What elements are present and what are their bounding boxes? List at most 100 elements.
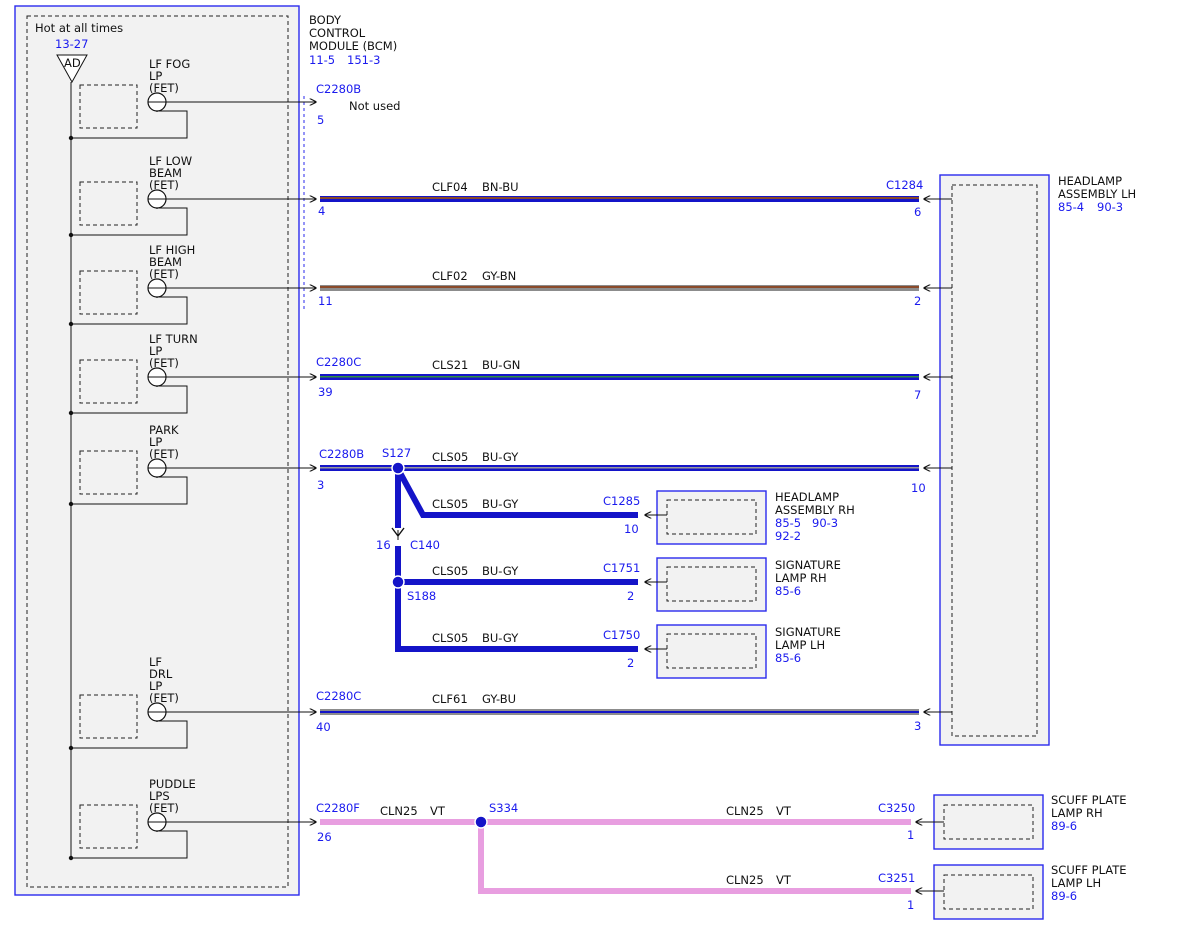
fog-connector: C2280B <box>316 82 361 96</box>
branch-sig-rh-circuit: CLS05 <box>432 564 468 578</box>
scuff-rh-color: VT <box>776 804 792 818</box>
fet-box <box>79 450 138 495</box>
bus-junction-dot <box>68 501 74 507</box>
wire-clf61-stripe <box>320 711 919 713</box>
branch-rh-color: BU-GY <box>482 497 519 511</box>
clf02-dest-pin: 2 <box>914 294 921 308</box>
clf02-circuit: CLF02 <box>432 269 468 283</box>
driver-label: LP <box>149 344 162 358</box>
c140-pin: 16 <box>376 538 391 552</box>
bus-junction-dot <box>68 135 74 141</box>
scuff-lh-pin: 1 <box>907 898 914 912</box>
driver-label: LF HIGH <box>149 243 195 257</box>
power-ref: 13-27 <box>55 37 88 51</box>
scuff-rh-title-1: SCUFF PLATE <box>1051 793 1127 807</box>
headlamp-rh-ref-1: 85-5 <box>775 516 801 530</box>
bcm-inner-dashed-box <box>26 15 289 888</box>
driver-label: LP <box>149 69 162 83</box>
scuff-rh-box <box>933 794 1044 850</box>
scuff-lh-connector: C3251 <box>878 871 915 885</box>
wire-cln25-main <box>320 819 911 825</box>
fet-box <box>79 359 138 404</box>
signature-lh-title-1: SIGNATURE <box>775 625 841 639</box>
cls21-color: BU-GN <box>482 358 520 372</box>
cls21-dest-pin: 7 <box>914 388 921 402</box>
scuff-rh-ref: 89-6 <box>1051 819 1077 833</box>
s127-label: S127 <box>382 446 411 460</box>
fet-box <box>79 694 138 739</box>
c140-label: C140 <box>410 538 440 552</box>
cln25-color: VT <box>430 804 446 818</box>
fet-box <box>79 84 138 129</box>
fuse-triangle-icon <box>56 54 88 84</box>
wire-cls05-branch-rh <box>395 467 638 518</box>
s188-label: S188 <box>407 589 436 603</box>
driver-label: LF LOW <box>149 154 192 168</box>
cls21-pin-bcm: 39 <box>318 385 333 399</box>
cln25-circuit: CLN25 <box>380 804 418 818</box>
headlamp-lh-ref-1: 85-4 <box>1058 200 1084 214</box>
branch-sig-lh-circuit: CLS05 <box>432 631 468 645</box>
scuff-lh-title-2: LAMP LH <box>1051 876 1101 890</box>
s334-label: S334 <box>489 801 518 815</box>
headlamp-lh-title-1: HEADLAMP <box>1058 174 1122 188</box>
cls21-connector: C2280C <box>316 355 361 369</box>
branch-rh-pin: 10 <box>624 522 639 536</box>
splice-s334 <box>474 815 488 829</box>
fog-not-used: Not used <box>349 99 400 113</box>
bus-junction-dot <box>68 410 74 416</box>
driver-label: LPS <box>149 789 170 803</box>
signature-lh-ref: 85-6 <box>775 651 801 665</box>
clf61-circuit: CLF61 <box>432 692 468 706</box>
scuff-rh-circuit: CLN25 <box>726 804 764 818</box>
headlamp-lh-ref-2: 90-3 <box>1097 200 1123 214</box>
cls05-color: BU-GY <box>482 450 519 464</box>
headlamp-rh-ref-2: 90-3 <box>812 516 838 530</box>
splice-s127 <box>391 461 405 475</box>
power-label: Hot at all times <box>35 21 123 35</box>
scuff-lh-inner-dashed <box>943 874 1034 910</box>
cln25-connector: C2280F <box>316 801 360 815</box>
branch-sig-rh-color: BU-GY <box>482 564 519 578</box>
signature-lh-box <box>656 624 767 679</box>
bus-junction-dot <box>68 321 74 327</box>
bcm-title-1: BODY <box>309 13 342 27</box>
clf02-pin-bcm: 11 <box>318 294 333 308</box>
cls05-pin-bcm: 3 <box>317 478 324 492</box>
signature-lh-title-2: LAMP LH <box>775 638 825 652</box>
driver-label: DRL <box>149 667 173 681</box>
headlamp-rh-title-1: HEADLAMP <box>775 490 839 504</box>
fuse-label: AD <box>64 56 81 70</box>
driver-label: BEAM <box>149 166 182 180</box>
wire-cls21-stripe <box>320 376 919 378</box>
scuff-lh-box <box>933 864 1044 920</box>
branch-rh-connector: C1285 <box>603 494 640 508</box>
signature-lh-inner-dashed <box>666 633 757 669</box>
clf61-dest-pin: 3 <box>914 719 921 733</box>
clf02-color: GY-BN <box>482 269 516 283</box>
clf61-color: GY-BU <box>482 692 516 706</box>
driver-label: (FET) <box>149 447 179 461</box>
clf61-connector: C2280C <box>316 689 361 703</box>
branch-sig-lh-color: BU-GY <box>482 631 519 645</box>
driver-label: (FET) <box>149 81 179 95</box>
bcm-title-2: CONTROL <box>309 26 366 40</box>
scuff-rh-pin: 1 <box>907 828 914 842</box>
driver-label: (FET) <box>149 801 179 815</box>
signature-rh-ref: 85-6 <box>775 584 801 598</box>
headlamp-rh-title-2: ASSEMBLY RH <box>775 503 855 517</box>
wire-cls05-main-stripe <box>320 467 919 469</box>
headlamp-rh-inner-dashed <box>666 499 757 535</box>
splice-s188 <box>391 575 405 589</box>
driver-label: (FET) <box>149 691 179 705</box>
branch-sig-lh-connector: C1750 <box>603 628 640 642</box>
driver-label: LF <box>149 655 162 669</box>
signature-rh-title-1: SIGNATURE <box>775 558 841 572</box>
wire-clf02-stripe <box>320 286 919 288</box>
branch-sig-rh-pin: 2 <box>627 589 634 603</box>
fet-box <box>79 270 138 315</box>
bcm-ref-1: 11-5 <box>309 53 335 67</box>
cls05-connector: C2280B <box>319 447 364 461</box>
